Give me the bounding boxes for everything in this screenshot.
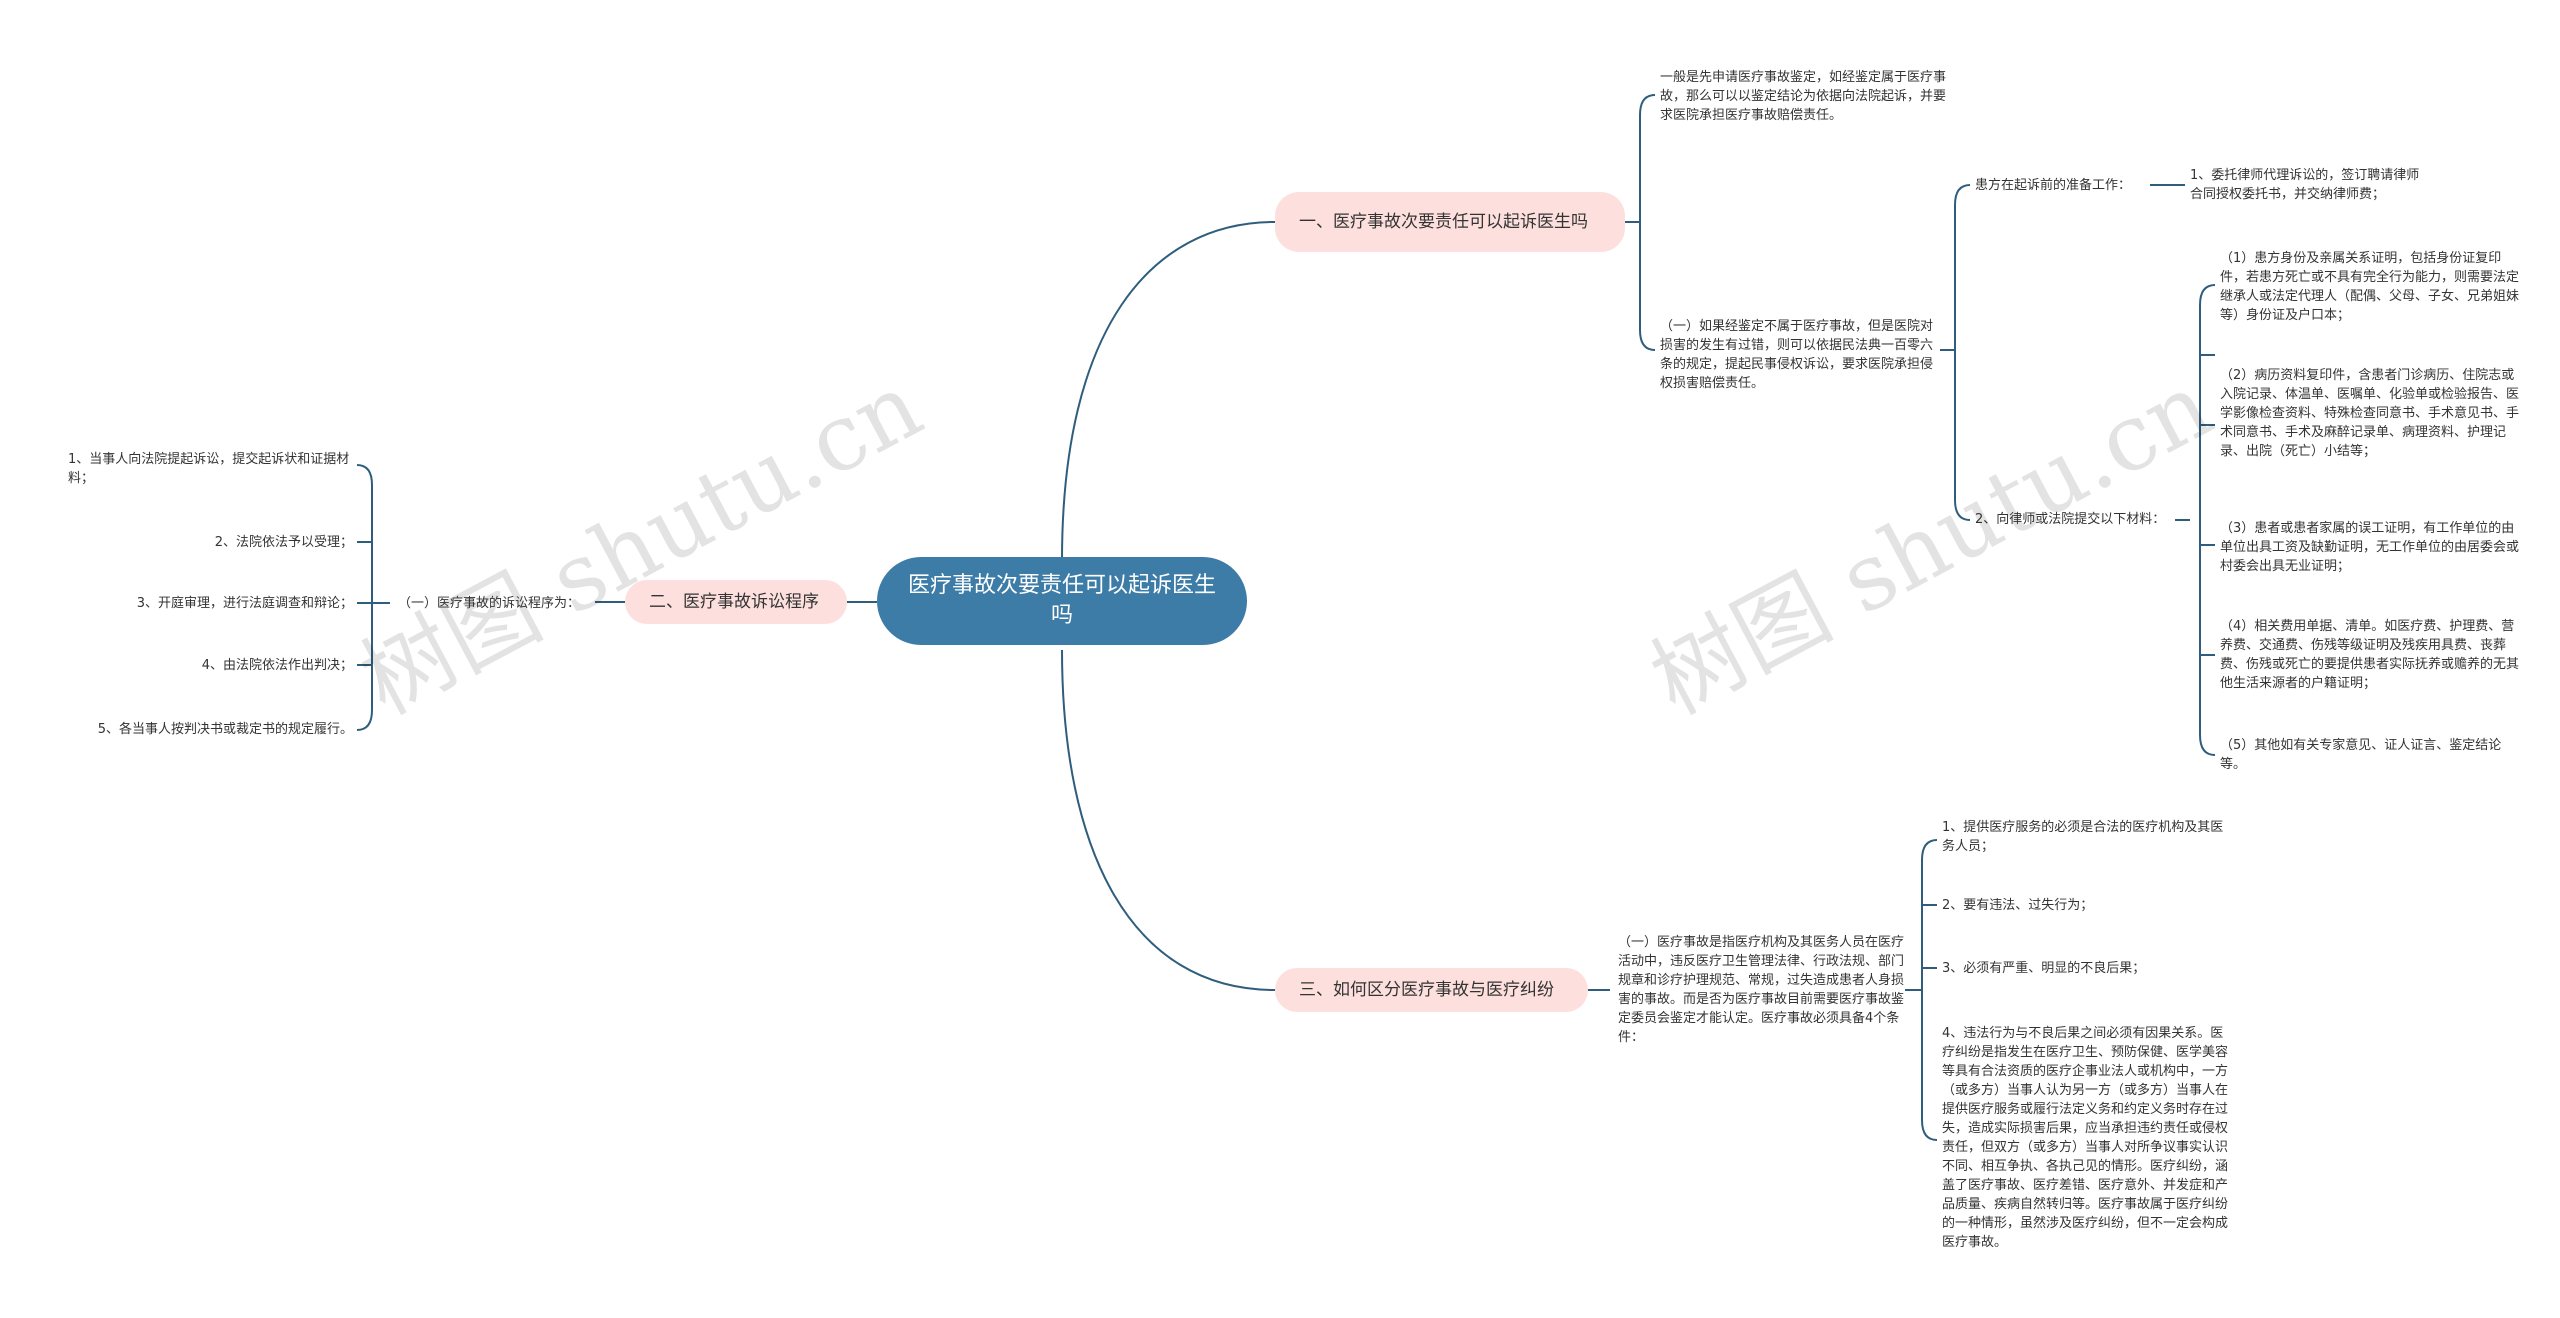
materials-heading: 2、向律师或法院提交以下材料： — [1975, 512, 2166, 527]
condition-1: 1、提供医疗服务的必须是合法的医疗机构及其医务人员； — [1942, 820, 2224, 854]
prep-item-1: 1、委托律师代理诉讼的，签订聘请律师合同授权委托书，并交纳律师费； — [2190, 168, 2420, 202]
prep-heading: 患方在起诉前的准备工作： — [1975, 178, 2132, 193]
material-3: （3）患者或患者家属的误工证明，有工作单位的由单位出具工资及缺勤证明，无工作单位… — [2220, 521, 2520, 574]
procedure-step-1: 1、当事人向法院提起诉讼，提交起诉状和证据材料； — [68, 452, 350, 486]
procedure-step-4: 4、由法院依法作出判决； — [201, 658, 353, 673]
condition-3: 3、必须有严重、明显的不良后果； — [1942, 961, 2146, 976]
procedure-step-2: 2、法院依法予以受理； — [214, 535, 353, 550]
material-1: （1）患方身份及亲属关系证明，包括身份证复印件，若患方死亡或不具有完全行为能力，… — [2220, 251, 2520, 323]
condition-4: 4、违法行为与不良后果之间必须有因果关系。医疗纠纷是指发生在医疗卫生、预防保健、… — [1942, 1026, 2229, 1250]
branch-3-label: 三、如何区分医疗事故与医疗纠纷 — [1299, 980, 1554, 1000]
material-5: （5）其他如有关专家意见、证人证言、鉴定结论等。 — [2220, 738, 2502, 772]
procedure-step-5: 5、各当事人按判决书或裁定书的规定履行。 — [97, 722, 353, 737]
procedure-step-3: 3、开庭审理，进行法庭调查和辩论； — [136, 596, 353, 611]
branch-2-label: 二、医疗事故诉讼程序 — [649, 592, 819, 612]
branch-1-sub: （一）如果经鉴定不属于医疗事故，但是医院对损害的发生有过错，则可以依据民法典一百… — [1660, 319, 1934, 391]
branch-1-topic[interactable]: 一、医疗事故次要责任可以起诉医生吗 — [1275, 192, 1625, 252]
branch-3-sub: （一）医疗事故是指医疗机构及其医务人员在医疗活动中，违反医疗卫生管理法律、行政法… — [1618, 935, 1905, 1045]
material-4: （4）相关费用单据、清单。如医疗费、护理费、营养费、交通费、伤残等级证明及残疾用… — [2220, 619, 2520, 691]
root-topic[interactable]: 医疗事故次要责任可以起诉医生吗 — [877, 557, 1247, 645]
branch-3-topic[interactable]: 三、如何区分医疗事故与医疗纠纷 — [1275, 968, 1588, 1012]
branch-1-label: 一、医疗事故次要责任可以起诉医生吗 — [1299, 212, 1588, 232]
root-topic-label: 医疗事故次要责任可以起诉医生吗 — [907, 573, 1216, 628]
branch-2-sub: （一）医疗事故的诉讼程序为： — [397, 596, 580, 611]
branch-1-intro: 一般是先申请医疗事故鉴定，如经鉴定属于医疗事故，那么可以以鉴定结论为依据向法院起… — [1660, 70, 1947, 123]
condition-2: 2、要有违法、过失行为； — [1942, 898, 2094, 913]
material-2: （2）病历资料复印件，含患者门诊病历、住院志或入院记录、体温单、医嘱单、化验单或… — [2220, 368, 2520, 459]
branch-2-topic[interactable]: 二、医疗事故诉讼程序 — [625, 580, 847, 624]
